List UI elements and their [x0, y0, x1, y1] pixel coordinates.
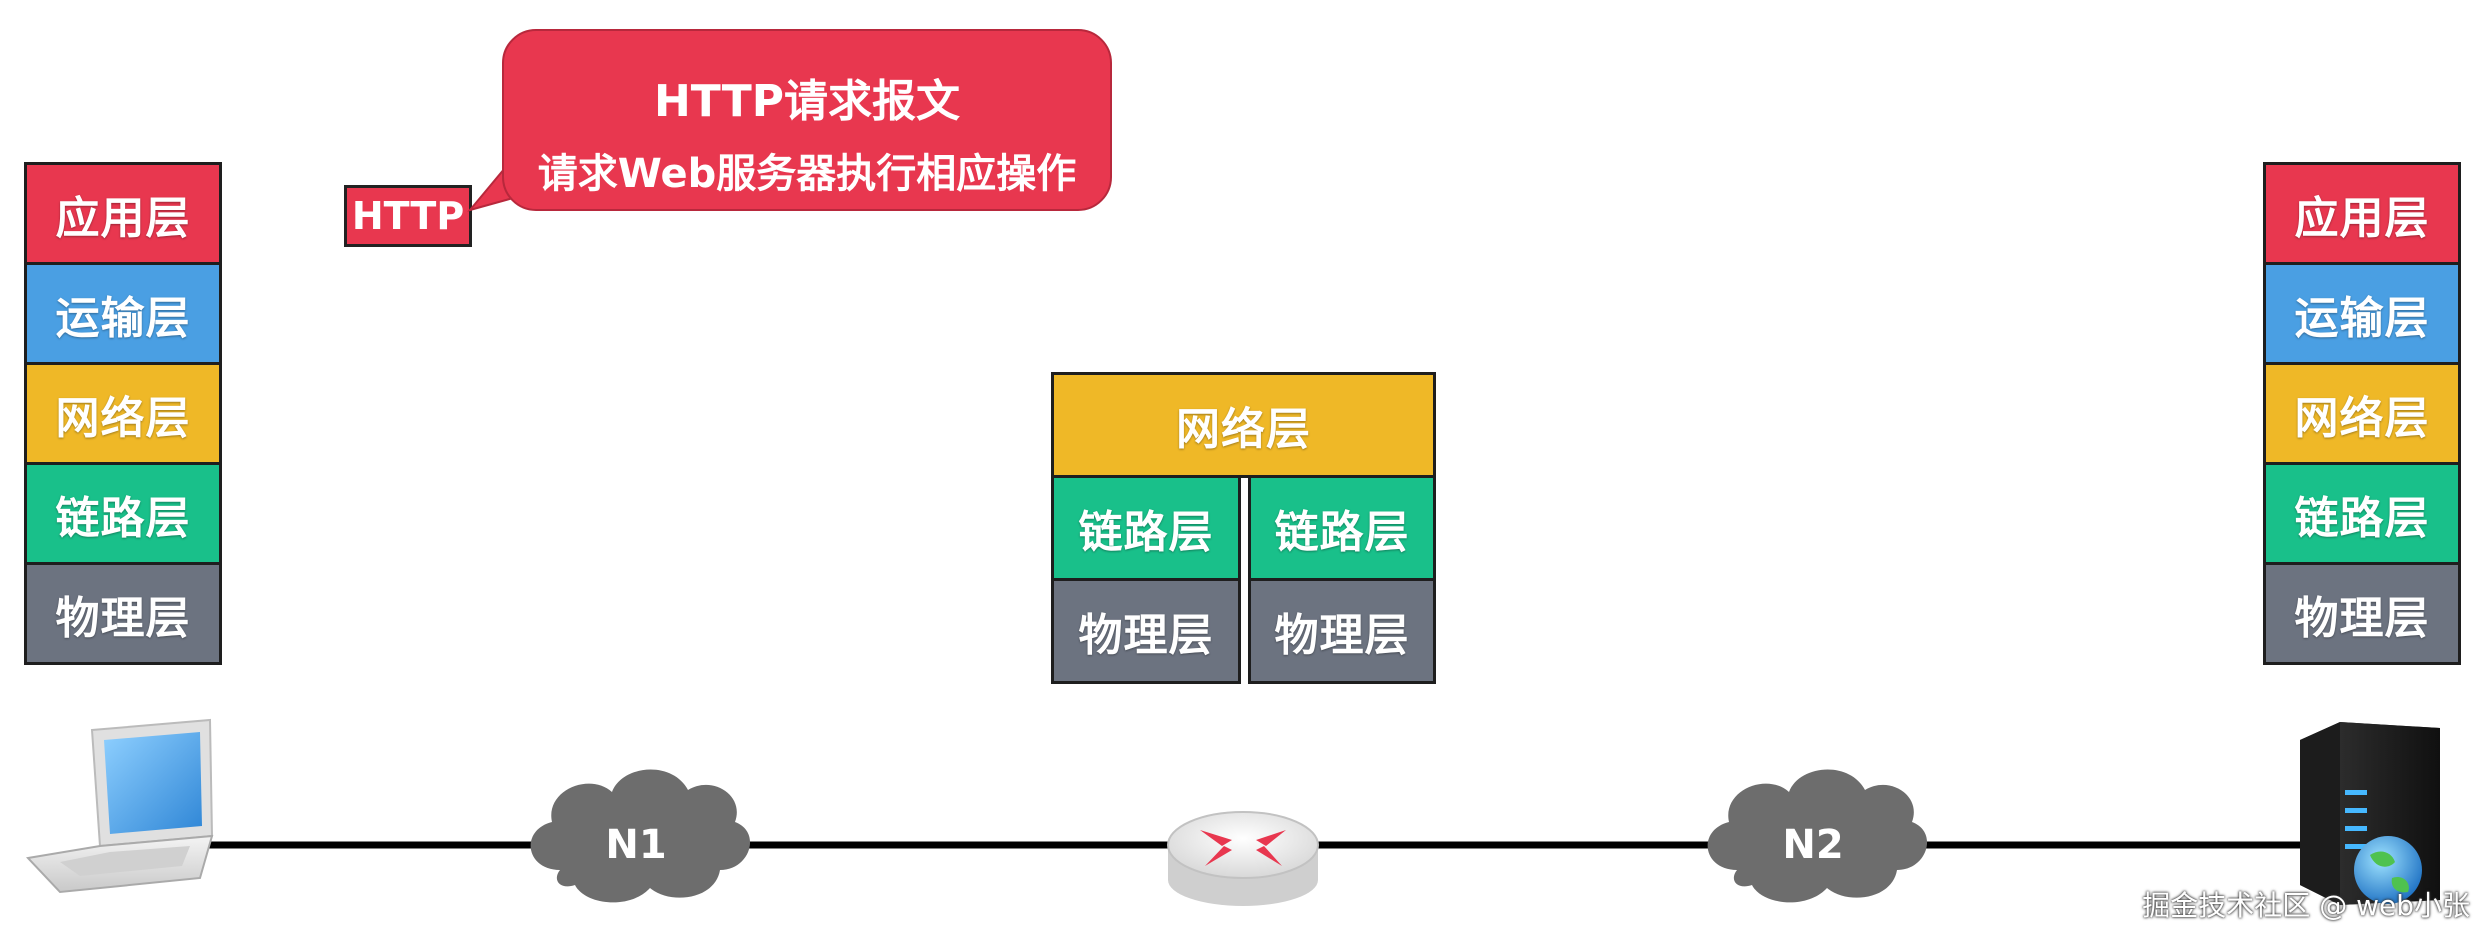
http-request-callout: HTTP请求报文 请求Web服务器执行相应操作 — [502, 29, 1112, 211]
laptop-icon — [25, 718, 214, 894]
callout-text: 请求Web服务器执行相应操作 — [537, 151, 1077, 197]
router-left-physical-layer: 物理层 — [1051, 578, 1241, 684]
router-network-layer: 网络层 — [1051, 372, 1436, 478]
cloud-n1 — [530, 769, 751, 903]
http-packet-tag: HTTP — [344, 185, 472, 247]
cloud-n2-label: N2 — [1782, 822, 1844, 868]
right-host-protocol-stack: 应用层 运输层 网络层 链路层 物理层 — [2263, 162, 2461, 665]
router-icon — [1167, 811, 1319, 906]
callout-title: HTTP请求报文 — [653, 76, 961, 127]
left-network-layer: 网络层 — [24, 362, 222, 465]
left-application-layer: 应用层 — [24, 162, 222, 265]
cloud-n1-label: N1 — [605, 822, 667, 868]
right-application-layer: 应用层 — [2263, 162, 2461, 265]
right-transport-layer: 运输层 — [2263, 262, 2461, 365]
right-link-layer: 链路层 — [2263, 462, 2461, 565]
watermark: 掘金技术社区 @ web小张 — [2142, 889, 2470, 922]
server-icon — [2300, 722, 2440, 905]
left-physical-layer: 物理层 — [24, 562, 222, 665]
cloud-n2 — [1707, 769, 1928, 903]
router-left-link-layer: 链路层 — [1051, 475, 1241, 581]
right-physical-layer: 物理层 — [2263, 562, 2461, 665]
left-host-protocol-stack: 应用层 运输层 网络层 链路层 物理层 — [24, 162, 222, 665]
left-link-layer: 链路层 — [24, 462, 222, 565]
router-right-physical-layer: 物理层 — [1248, 578, 1436, 684]
right-network-layer: 网络层 — [2263, 362, 2461, 465]
